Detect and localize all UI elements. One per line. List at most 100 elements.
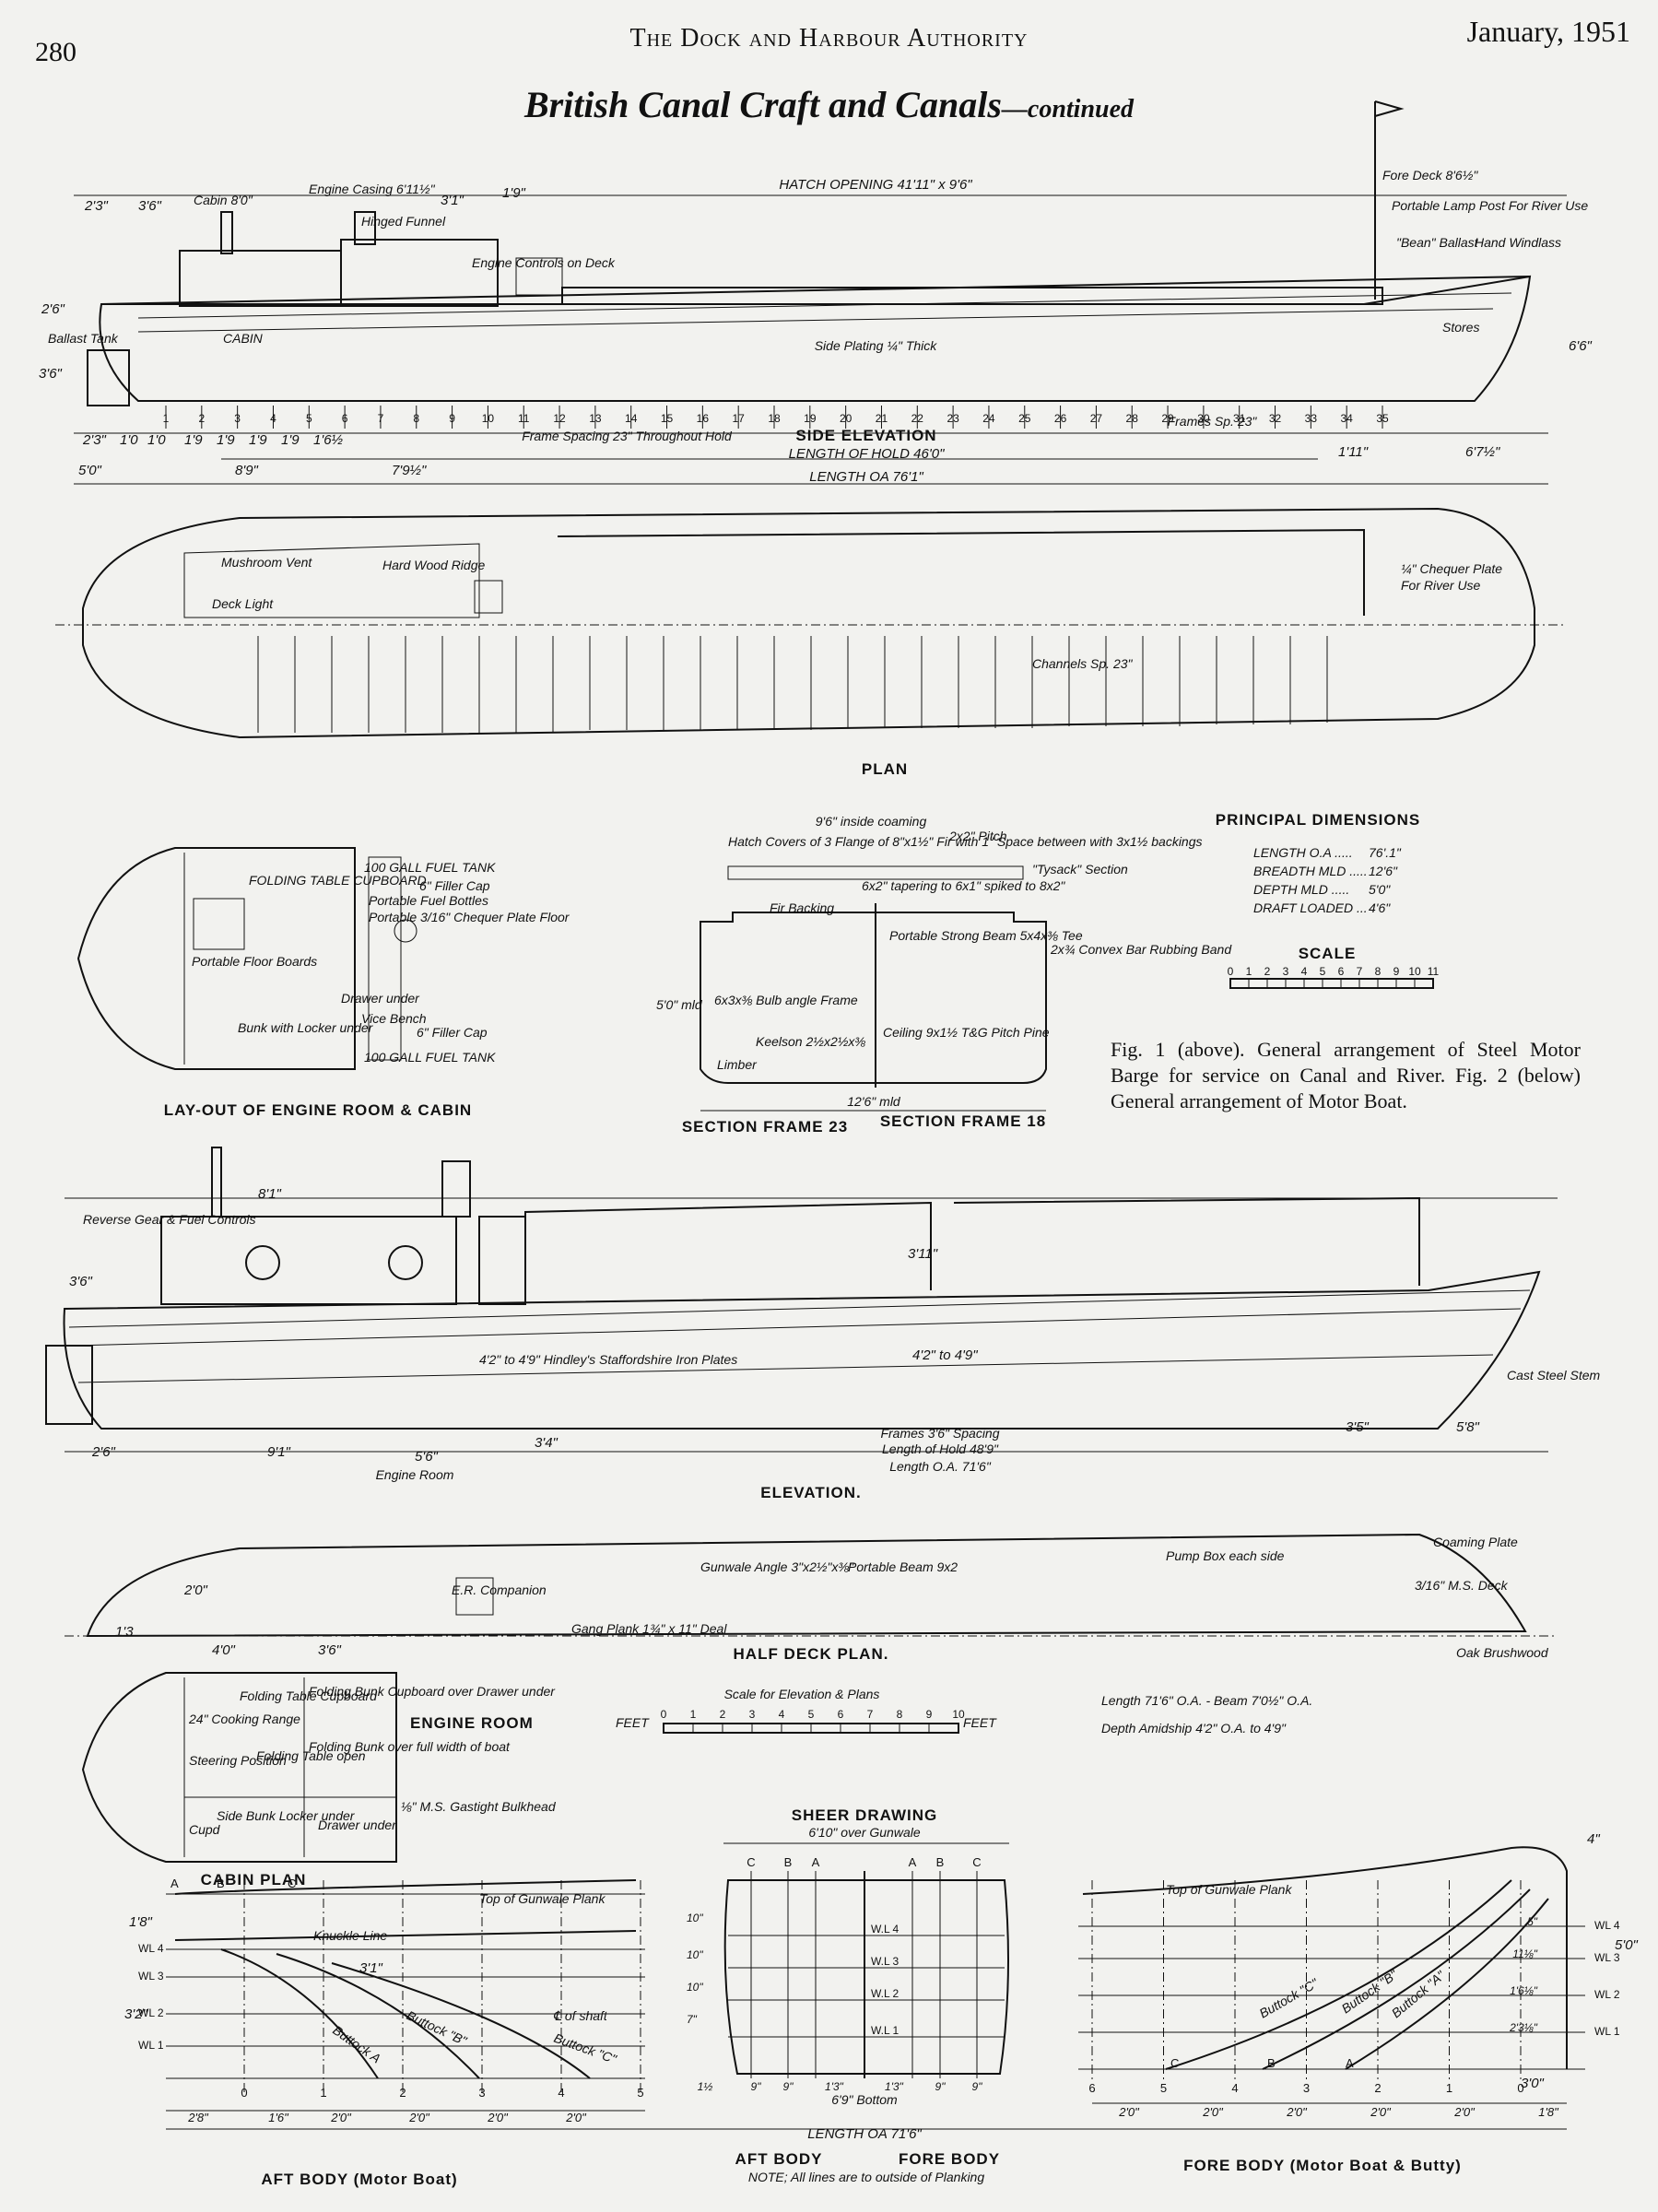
dim-top-2: 3'1" bbox=[441, 193, 464, 208]
length-oa-sheer-label: LENGTH OA 71'6" bbox=[807, 2126, 922, 2142]
elev-dim-9: 5'8" bbox=[1456, 1419, 1480, 1435]
fig2-scale-tick-label: 10 bbox=[952, 1708, 965, 1721]
hinged-funnel bbox=[354, 211, 376, 245]
fore-right-dim-0: 4" bbox=[1587, 1831, 1600, 1847]
frame-number: 20 bbox=[840, 412, 853, 425]
porthole-2 bbox=[388, 1245, 423, 1280]
floor-boards-label: Portable Floor Boards bbox=[192, 954, 317, 969]
sheer-letter-right: B bbox=[936, 1855, 945, 1869]
fore-station-label: 3 bbox=[1303, 2081, 1310, 2095]
sheer-height-label: 7" bbox=[687, 2013, 698, 2026]
scale-tick-label: 4 bbox=[1301, 965, 1308, 978]
drawer-under-label: Drawer under bbox=[341, 991, 420, 1006]
half-deck-dim-3: 1'3 bbox=[115, 1624, 134, 1640]
plates-label: 4'2" to 4'9" Hindley's Staffordshire Iro… bbox=[479, 1352, 737, 1367]
motorboat-strake-3 bbox=[77, 1354, 1494, 1383]
aft-body-title: AFT BODY (Motor Boat) bbox=[261, 2171, 457, 2188]
sheer-letter-right: C bbox=[972, 1855, 981, 1869]
gunwale-line bbox=[100, 276, 1531, 305]
sheer-bottom-dim: 9" bbox=[751, 2080, 762, 2093]
portable-beam-label: Portable Beam 9x2 bbox=[848, 1559, 958, 1574]
fore-deck-label: Fore Deck 8'6½" bbox=[1382, 168, 1478, 182]
elev-dim-0: 8'1" bbox=[258, 1186, 282, 1202]
pd-row-1-value: 12'6" bbox=[1369, 864, 1398, 878]
frame-number: 24 bbox=[982, 412, 995, 425]
frame-number: 18 bbox=[768, 412, 781, 425]
dim-bottom-10: 7'9½" bbox=[392, 463, 427, 478]
cupd-label: Cupd bbox=[189, 1822, 221, 1837]
aft-waterline-label: WL 4 bbox=[138, 1942, 164, 1955]
strong-beam-label: Portable Strong Beam 5x4x⅜ Tee bbox=[889, 928, 1083, 943]
aft-station-label: 4 bbox=[558, 2086, 564, 2100]
fore-height-label: 11⅛" bbox=[1512, 1947, 1537, 1960]
reverse-gear-label: Reverse Gear & Fuel Controls bbox=[83, 1212, 256, 1227]
aft-gunwale-curve bbox=[174, 1879, 637, 1895]
fig2-scale-unit-left: FEET bbox=[616, 1715, 650, 1730]
frames-sp-label: Frames Sp. 23" bbox=[1168, 414, 1258, 429]
fore-station-label: 1 bbox=[1446, 2081, 1452, 2095]
sheer-letter-left: B bbox=[784, 1855, 793, 1869]
elev-dim-3: 4'2" to 4'9" bbox=[912, 1347, 978, 1363]
principal-dimensions: PRINCIPAL DIMENSIONS LENGTH O.A ..... 76… bbox=[1216, 811, 1419, 915]
length-hold-label: LENGTH OF HOLD 46'0" bbox=[789, 446, 945, 462]
hand-windlass-label: Hand Windlass bbox=[1475, 235, 1561, 250]
motorboat-cabin bbox=[160, 1216, 457, 1305]
scale-tick-label: 10 bbox=[1408, 965, 1421, 978]
fig1-plan: Mushroom Vent Deck Light Hard Wood Ridge… bbox=[55, 507, 1567, 778]
cooking-range-label: 24" Cooking Range bbox=[188, 1712, 300, 1726]
frame-number: 15 bbox=[661, 412, 674, 425]
fore-station-label: 6 bbox=[1088, 2081, 1095, 2095]
frame-number: 1 bbox=[163, 412, 170, 425]
frame-number: 5 bbox=[306, 412, 312, 425]
ballast-tank-label: Ballast Tank bbox=[48, 331, 119, 346]
layout-floor-board bbox=[193, 898, 245, 950]
frame-number: 8 bbox=[413, 412, 419, 425]
motorboat-rudder bbox=[45, 1345, 93, 1425]
engine-casing bbox=[340, 239, 499, 307]
fore-buttock-b-curve bbox=[1262, 1888, 1531, 2070]
frame-number: 12 bbox=[553, 412, 566, 425]
fig2-scale-heading: Scale for Elevation & Plans bbox=[724, 1687, 880, 1701]
fig2-scale-tick-label: 9 bbox=[926, 1708, 933, 1721]
side-elevation-title: SIDE ELEVATION bbox=[795, 427, 936, 444]
section-hatch-covers bbox=[727, 865, 1024, 880]
fore-spacing-label: 2'0" bbox=[1202, 2105, 1224, 2119]
inside-coaming-label: 9'6" inside coaming bbox=[816, 814, 927, 829]
dim-top-3: 1'9" bbox=[502, 185, 526, 201]
frame-number: 29 bbox=[1161, 412, 1174, 425]
pd-row-3-label: DRAFT LOADED ... bbox=[1253, 900, 1368, 915]
pitch-label: 2x2" Pitch bbox=[948, 829, 1007, 843]
dim-bottom-0: 2'3" bbox=[82, 432, 107, 448]
fir-backing-label: Fir Backing bbox=[770, 900, 834, 915]
aft-spacing-label: 2'0" bbox=[330, 2111, 352, 2124]
frame-number: 7 bbox=[378, 412, 384, 425]
sheer-letter-left: A bbox=[812, 1855, 820, 1869]
aft-spacing-label: 2'0" bbox=[565, 2111, 587, 2124]
fuel-tank-2: 100 GALL FUEL TANK bbox=[364, 1050, 496, 1065]
page-number: 280 bbox=[35, 37, 76, 67]
ms-deck-label: 3/16" M.S. Deck bbox=[1415, 1578, 1509, 1593]
layout-outline bbox=[76, 847, 356, 1070]
folding-table-cupboard-label: Folding Table Cupboard bbox=[240, 1688, 378, 1703]
dim-bottom-11: 1'11" bbox=[1338, 444, 1369, 460]
bunk-locker-label: Bunk with Locker under bbox=[238, 1020, 374, 1035]
fore-gunwale-curve bbox=[1082, 1846, 1568, 2069]
section-outline bbox=[700, 912, 1047, 1084]
fore-station-lines bbox=[1091, 1880, 1522, 2083]
aft-station-label: 0 bbox=[241, 2086, 247, 2100]
dim-top-0: 2'3" bbox=[84, 198, 109, 214]
dim-top-4: 2'6" bbox=[41, 301, 65, 317]
frame-number: 27 bbox=[1090, 412, 1103, 425]
frame-number: 2 bbox=[198, 412, 205, 425]
frame-number: 14 bbox=[625, 412, 638, 425]
fore-buttock-c-curve bbox=[1165, 1879, 1512, 2070]
hatch-opening-label: HATCH OPENING 41'11" x 9'6" bbox=[779, 177, 972, 193]
motorboat-hold-cloths-a bbox=[524, 1201, 932, 1290]
fig2-sheer-drawing: SHEER DRAWING 6'10" over Gunwale W.L 4W.… bbox=[166, 1806, 1567, 2184]
frame-number: 6 bbox=[342, 412, 348, 425]
engine-room-label: Engine Room bbox=[376, 1467, 454, 1482]
